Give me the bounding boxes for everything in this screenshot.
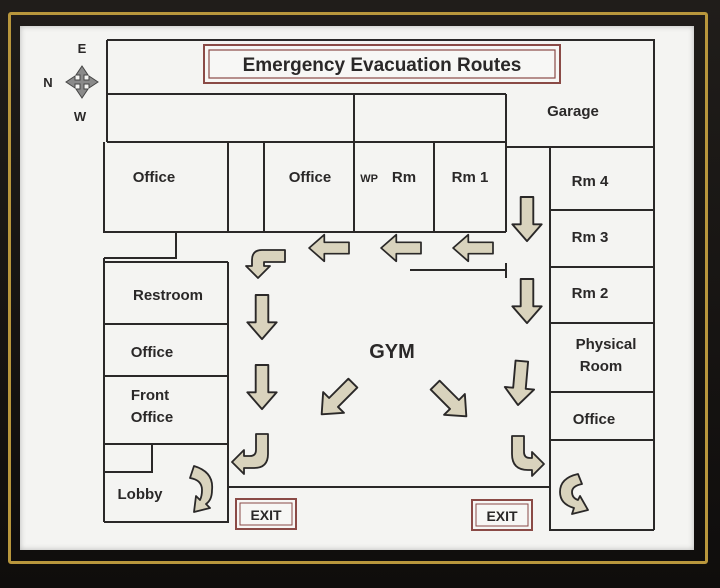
evacuation-arrows xyxy=(189,196,589,515)
exit-left-label: EXIT xyxy=(250,507,282,523)
room-rm1-label: Rm 1 xyxy=(452,169,489,186)
room-front-office-label: Front xyxy=(131,387,169,404)
arrow-down-icon xyxy=(511,196,543,243)
title-box: Emergency Evacuation Routes xyxy=(203,44,561,84)
room-rm4-label: Rm 4 xyxy=(572,173,609,190)
room-office-label: Office xyxy=(573,411,616,428)
room-rm3-label: Rm 3 xyxy=(572,229,609,246)
arrow-curved-icon xyxy=(511,435,545,477)
arrow-curved-icon xyxy=(559,473,589,515)
room-rm2-label: Rm 2 xyxy=(572,285,609,302)
room-front-office-label: Office xyxy=(131,409,174,426)
arrow-left-icon xyxy=(380,233,422,263)
room-physical-label: Physical xyxy=(576,336,637,353)
exit-sign-right: EXIT xyxy=(471,499,533,531)
room-office-label: Office xyxy=(133,169,176,186)
arrow-down-icon xyxy=(502,358,538,408)
room-lobby-label: Lobby xyxy=(118,486,164,503)
compass-west-label: W xyxy=(74,109,87,124)
compass-east-label: E xyxy=(78,41,87,56)
arrow-down-icon xyxy=(246,364,278,411)
floor-plan-paper xyxy=(20,26,694,550)
room-gym-label: GYM xyxy=(369,341,415,363)
arrow-left-icon xyxy=(452,233,494,263)
arrow-diagonal-icon xyxy=(423,373,478,428)
room-wp-prefix-label: WP xyxy=(360,173,378,185)
arrow-down-icon xyxy=(246,294,278,341)
exit-right-label: EXIT xyxy=(486,508,518,524)
exit-sign-left: EXIT xyxy=(235,498,297,530)
page-title: Emergency Evacuation Routes xyxy=(243,55,522,76)
room-physical-label: Room xyxy=(580,358,623,375)
compass: E N W xyxy=(43,41,99,124)
room-wp-room-label: Rm xyxy=(392,169,416,186)
room-office-label: Office xyxy=(289,169,332,186)
arrow-left-icon xyxy=(308,233,350,263)
arrow-down-icon xyxy=(511,278,543,325)
compass-north-label: N xyxy=(43,75,52,90)
arrow-curved-icon xyxy=(231,433,269,475)
arrow-curved-icon xyxy=(245,249,286,279)
compass-rose-icon xyxy=(65,65,99,99)
frame-gold-trim xyxy=(8,12,708,564)
room-restroom-label: Restroom xyxy=(133,287,203,304)
arrow-curved-icon xyxy=(189,465,214,513)
walls xyxy=(103,39,655,531)
room-labels: Garage Office Office WP Rm Rm 1 Rm 4 Rm … xyxy=(118,103,637,503)
arrow-diagonal-icon xyxy=(310,371,365,426)
room-garage-label: Garage xyxy=(547,103,599,120)
room-office-label: Office xyxy=(131,344,174,361)
